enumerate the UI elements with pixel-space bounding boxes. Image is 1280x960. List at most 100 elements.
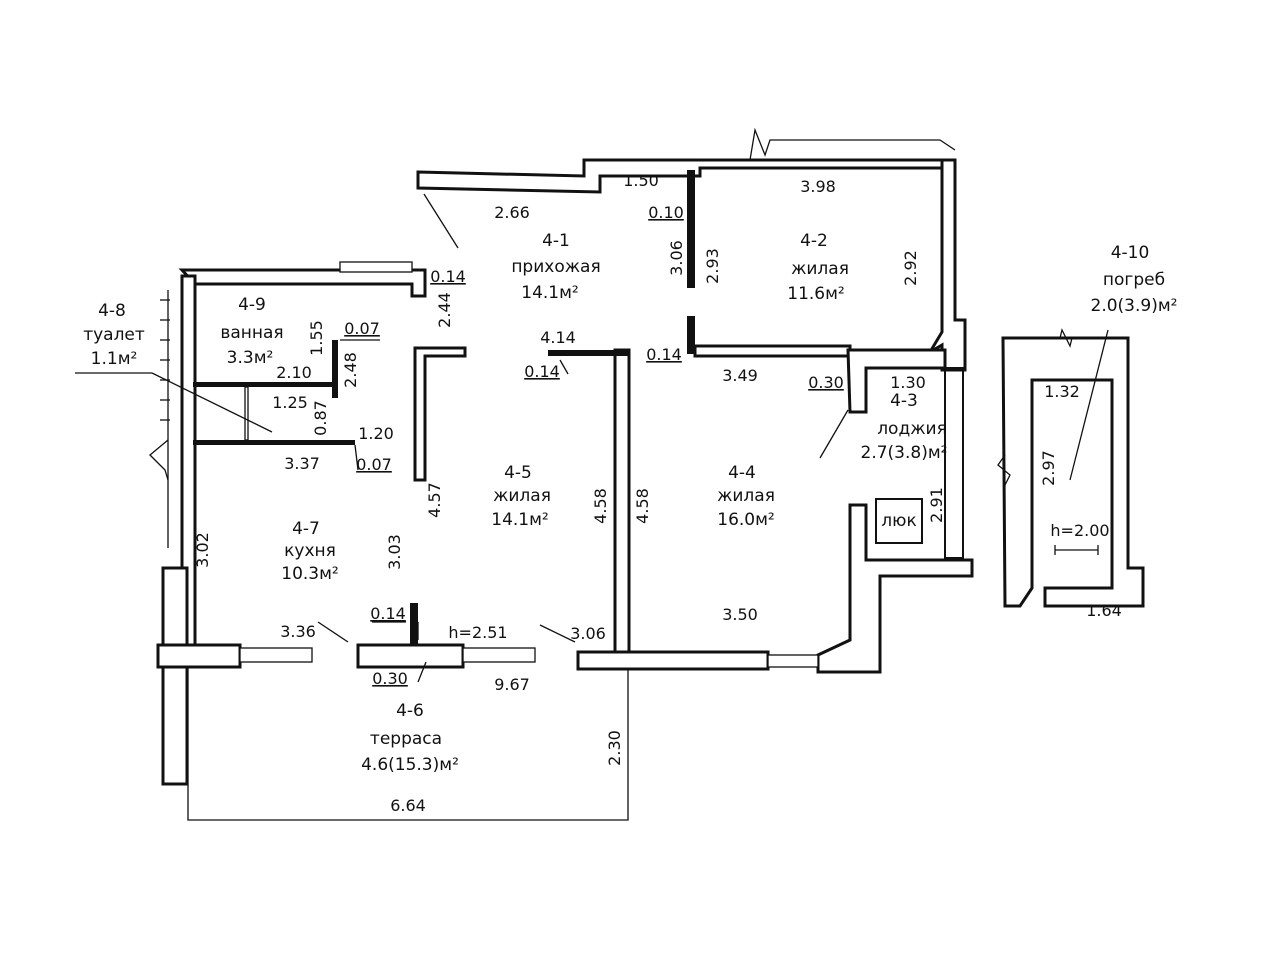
- wall-room-4-2-bottom: [693, 344, 852, 358]
- room-4-4-name: жилая: [717, 486, 775, 506]
- dim-label: 2.91: [927, 487, 946, 523]
- dim-label: 3.06: [570, 624, 606, 643]
- room-4-6-name: терраса: [370, 729, 442, 749]
- dim-label: 1.32: [1044, 382, 1080, 401]
- room-4-5-name: жилая: [493, 486, 551, 506]
- room-labels: 4-1 прихожая 14.1м² 4-2 жилая 11.6м² 4-3…: [83, 231, 1177, 775]
- break-top: [700, 127, 956, 161]
- room-4-4-area: 16.0м²: [717, 510, 775, 530]
- dim-label: 1.30: [890, 373, 926, 392]
- wall-bath-right: [332, 340, 338, 398]
- wall-cellar: [1001, 336, 1145, 608]
- room-4-7-name: кухня: [284, 541, 336, 561]
- room-4-8-area: 1.1м²: [91, 349, 138, 369]
- wall-bottom-4-4: [576, 650, 770, 671]
- dim-label: 3.36: [280, 622, 316, 641]
- dim-label: 3.37: [284, 454, 320, 473]
- window-room-4-4: [767, 654, 819, 668]
- dim-label: 0.14: [646, 345, 682, 364]
- room-4-2-name: жилая: [791, 259, 849, 279]
- dim-label: 1.20: [358, 424, 394, 443]
- room-4-1-area: 14.1м²: [521, 283, 579, 303]
- wall-partition-4-1-4-2: [687, 170, 695, 288]
- room-4-1-id: 4-1: [542, 231, 570, 251]
- dim-label: 3.02: [193, 532, 212, 568]
- window-kitchen: [239, 647, 313, 663]
- dim-label: 0.14: [430, 267, 466, 286]
- dim-label: 2.44: [435, 292, 454, 328]
- room-4-10-area: 2.0(3.9)м²: [1091, 296, 1178, 316]
- dim-label: 1.25: [272, 393, 308, 412]
- walls: [149, 127, 1145, 821]
- room-4-7-area: 10.3м²: [281, 564, 339, 584]
- dim-label: 4.57: [425, 482, 444, 518]
- room-4-6-id: 4-6: [396, 701, 424, 721]
- dim-label: 2.66: [494, 203, 530, 222]
- wall-entrance-top: [416, 158, 957, 194]
- dim-label: 1.55: [307, 320, 326, 356]
- wall-kitchen-bottom-left: [156, 643, 242, 669]
- dim-label: 2.10: [276, 363, 312, 382]
- dim-label: 9.67: [494, 675, 530, 694]
- wall-room-4-4-right: [816, 503, 974, 674]
- hatch-label: люк: [881, 511, 916, 531]
- dim-label: 0.14: [524, 362, 560, 381]
- dim-label: 2.30: [605, 730, 624, 766]
- dim-label: 1.64: [1086, 601, 1122, 620]
- dim-label: 0.14: [370, 604, 406, 623]
- dim-label: 2.93: [703, 248, 722, 284]
- room-4-6-area: 4.6(15.3)м²: [361, 755, 459, 775]
- room-4-7-id: 4-7: [292, 519, 320, 539]
- ceiling-height-cellar: h=2.00: [1050, 521, 1109, 540]
- wall-bath-toilet: [193, 382, 333, 387]
- room-4-2-area: 11.6м²: [787, 284, 845, 304]
- door-toilet: [244, 386, 249, 441]
- dim-label: 6.64: [390, 796, 426, 815]
- room-4-2-id: 4-2: [800, 231, 828, 251]
- dim-label: 1.50: [623, 171, 659, 190]
- wall-partition-4-1-4-2-lower: [687, 316, 695, 354]
- door-terrace: [462, 647, 536, 663]
- room-4-3-area: 2.7(3.8)м²: [861, 443, 948, 463]
- dim-label: 3.06: [667, 240, 686, 276]
- room-4-1-name: прихожая: [511, 257, 600, 277]
- dim-label: 3.03: [385, 534, 404, 570]
- dim-label: 2.92: [901, 250, 920, 286]
- dimensions: 1.50 3.98 2.66 0.10 3.06 2.93 2.92 0.14 …: [193, 171, 1122, 815]
- terrace-outline: [187, 667, 629, 821]
- wall-partition-4-5-4-4: [613, 348, 631, 654]
- window-bathroom: [339, 261, 413, 273]
- hatch-box: [875, 498, 923, 544]
- room-4-9-area: 3.3м²: [227, 348, 274, 368]
- room-4-9-name: ванная: [220, 323, 283, 343]
- room-4-8-id: 4-8: [98, 301, 126, 321]
- wall-hatching-left: [149, 290, 170, 548]
- room-4-5-id: 4-5: [504, 463, 532, 483]
- wall-bathroom-top: [178, 268, 427, 298]
- room-4-9-id: 4-9: [238, 295, 266, 315]
- dim-label: 3.98: [800, 177, 836, 196]
- room-4-5-area: 14.1м²: [491, 510, 549, 530]
- wall-loggia: [846, 348, 947, 414]
- wall-stub-kitchen: [410, 603, 418, 645]
- dim-label: 3.50: [722, 605, 758, 624]
- dim-label: 0.07: [356, 455, 392, 474]
- cellar-break-left: [997, 454, 1011, 486]
- wall-toilet-bottom: [193, 440, 355, 445]
- dim-label: 0.07: [344, 319, 380, 338]
- dim-label: 0.30: [808, 373, 844, 392]
- room-4-10-name: погреб: [1103, 270, 1165, 290]
- wall-loggia-outer: [944, 367, 964, 559]
- leader-lines: [75, 193, 1109, 683]
- room-4-3-name: лоджия: [877, 419, 947, 439]
- dim-label: 0.30: [372, 669, 408, 688]
- wall-kitchen-bottom-mid: [356, 643, 465, 669]
- room-4-8-name: туалет: [83, 325, 145, 345]
- dim-label: 4.14: [540, 328, 576, 347]
- dim-label: 3.49: [722, 366, 758, 385]
- wall-l-shape-4-5: [413, 346, 467, 482]
- room-4-10-id: 4-10: [1111, 243, 1150, 263]
- room-4-3-id: 4-3: [890, 391, 918, 411]
- wall-left-terrace: [161, 566, 189, 786]
